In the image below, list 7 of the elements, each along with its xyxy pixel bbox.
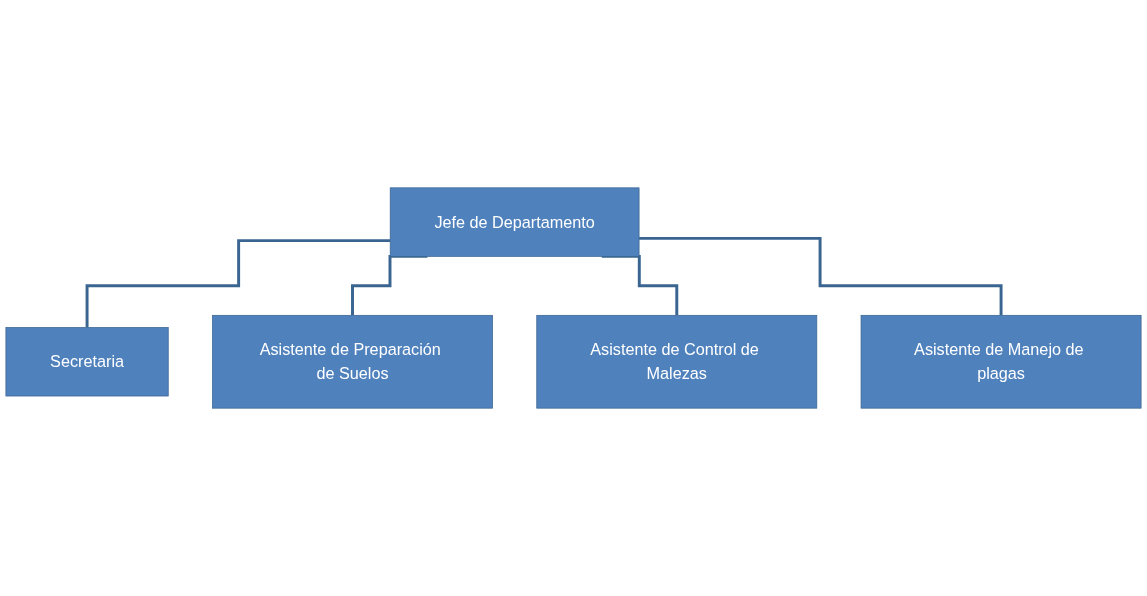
node-box: Asistente de Preparación de Suelos bbox=[212, 314, 493, 409]
node-box: Asistente de Manejo de plagas bbox=[860, 314, 1142, 409]
node-box: Secretaria bbox=[5, 327, 169, 397]
connector bbox=[639, 236, 1003, 317]
node-box: Jefe de Departamento bbox=[389, 187, 640, 257]
node-box: Asistente de Control de Malezas bbox=[536, 314, 818, 409]
connector bbox=[85, 239, 391, 329]
